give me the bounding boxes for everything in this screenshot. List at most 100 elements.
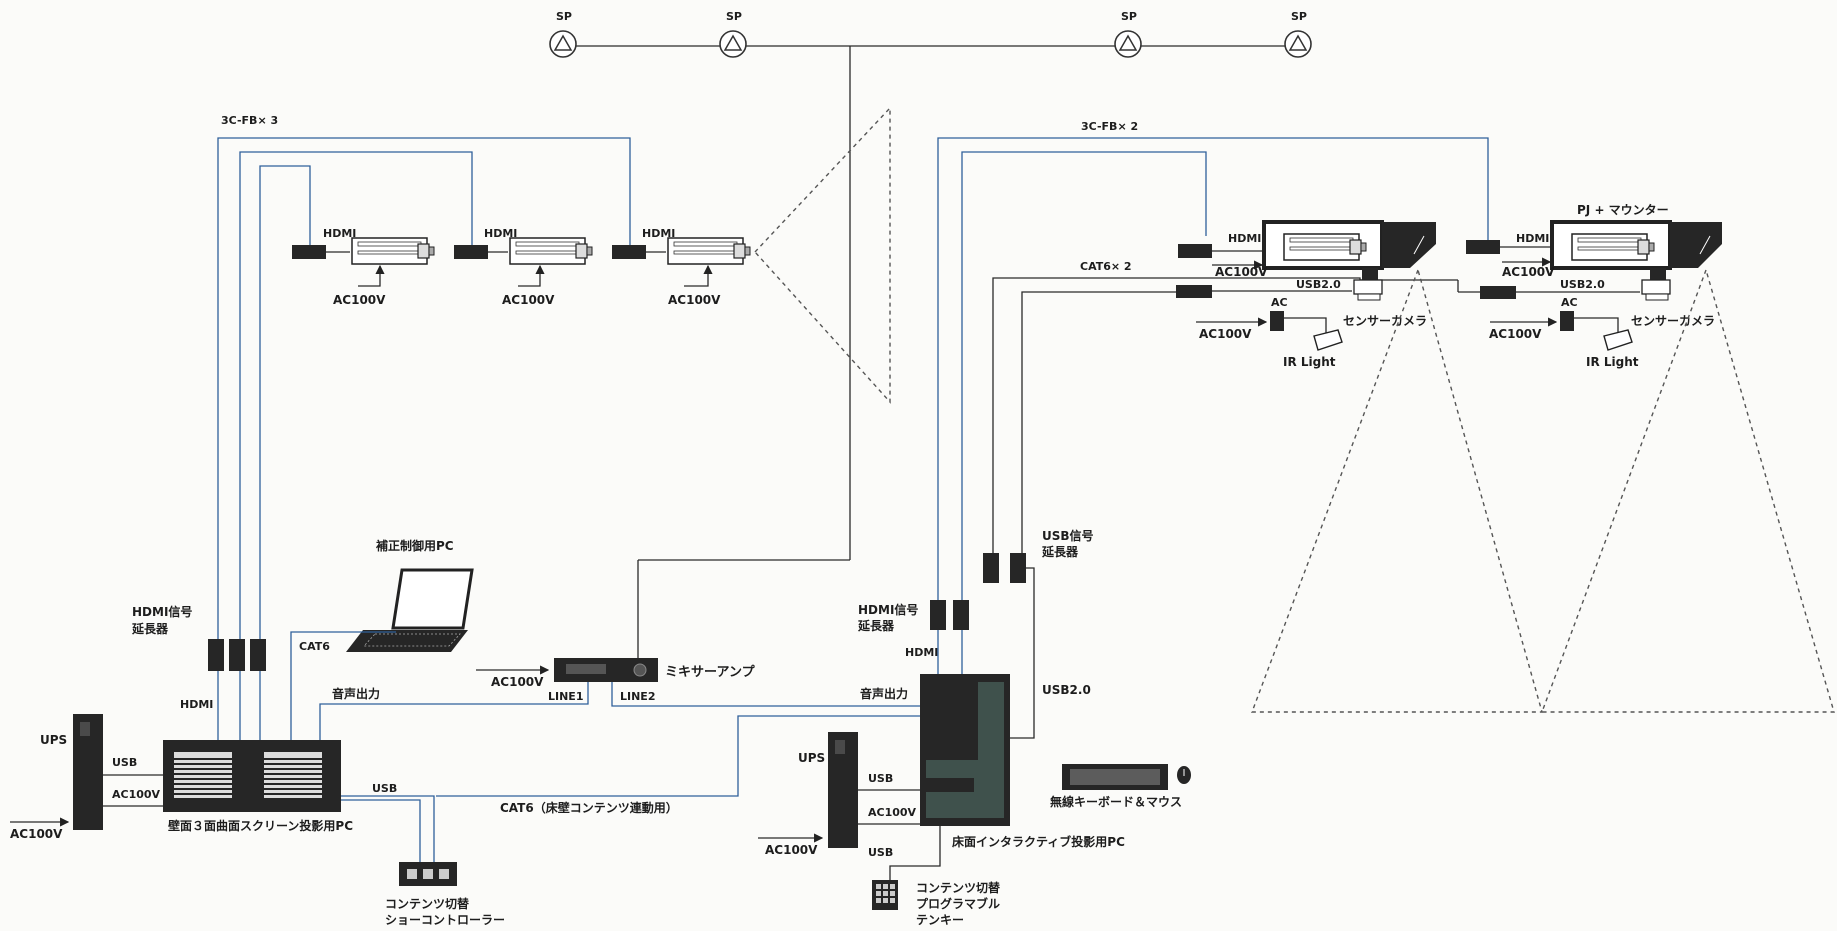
usb-receiver	[1480, 286, 1516, 299]
coax-line-1	[217, 137, 631, 640]
ac100v-label: AC100V	[112, 788, 161, 801]
hdmi-receiver	[454, 245, 488, 259]
hdmi-label: HDMI	[1516, 232, 1549, 245]
usb-label: USB	[372, 782, 397, 795]
hdmi-label: HDMI	[323, 227, 356, 240]
speaker-label: SP	[726, 10, 742, 23]
mouse-icon	[1177, 766, 1191, 784]
usb20-label: USB2.0	[1296, 278, 1341, 291]
usb-extender-label: USB信号	[1042, 528, 1094, 543]
audio-line-floor	[611, 682, 920, 707]
ir-light-label: IR Light	[1586, 355, 1639, 369]
hdmi-label: HDMI	[905, 646, 938, 659]
ac100v-label: AC100V	[868, 806, 917, 819]
usb-receiver	[1176, 285, 1212, 298]
coax-line-5	[961, 151, 1207, 600]
mixer-amp-label: ミキサーアンプ	[665, 665, 756, 680]
speaker-icon	[1284, 30, 1312, 58]
tenkey-label: コンテンツ切替	[916, 880, 1001, 895]
wall-pc-label: 壁面３面曲面スクリーン投影用PC	[168, 818, 353, 833]
ac100v-label: AC100V	[10, 827, 63, 841]
floor-projection-cone-2	[1540, 267, 1835, 713]
hdmi-receiver	[292, 245, 326, 259]
hdmi-extender-label: HDMI信号	[858, 602, 918, 617]
calib-pc-label: 補正制御用PC	[375, 538, 454, 553]
usb20-line	[1010, 567, 1035, 739]
sensor-camera-label: センサーカメラ	[1343, 314, 1427, 328]
usb-label: USB	[868, 846, 893, 859]
speaker-icon	[719, 30, 747, 58]
usb20-label: USB2.0	[1042, 683, 1091, 697]
usb-label: USB	[112, 756, 137, 769]
ac100v-label: AC100V	[1502, 265, 1555, 279]
ir-light-icon	[1603, 329, 1633, 351]
usb-extender	[983, 553, 999, 583]
cat6-line	[992, 277, 1361, 553]
ac-adapter	[1270, 311, 1284, 331]
usb20-label: USB2.0	[1560, 278, 1605, 291]
hdmi-label: HDMI	[1228, 232, 1261, 245]
usb-extender-label: 延長器	[1041, 544, 1079, 559]
speaker-icon	[549, 30, 577, 58]
speaker-label: SP	[1291, 10, 1307, 23]
ac100v-label: AC100V	[765, 843, 818, 857]
projector-icon	[667, 237, 751, 265]
keyboard-label: 無線キーボード＆マウス	[1050, 794, 1182, 809]
cat6-line	[290, 631, 396, 740]
tenkey-icon	[872, 880, 898, 910]
hdmi-extender	[208, 639, 224, 671]
sensor-camera-icon	[1641, 268, 1671, 301]
line2-label: LINE2	[620, 690, 655, 703]
line1-label: LINE1	[548, 690, 583, 703]
ac-label: AC	[1271, 296, 1288, 309]
usb-label: USB	[868, 772, 893, 785]
ir-light-icon	[1313, 329, 1343, 351]
ups-label: UPS	[798, 751, 825, 765]
projector-icon	[1571, 233, 1655, 261]
ac100v-label: AC100V	[1489, 327, 1542, 341]
hdmi-extender-label: 延長器	[857, 618, 895, 633]
hdmi-extender	[229, 639, 245, 671]
speaker-label: SP	[556, 10, 572, 23]
wall-pc-icon	[163, 740, 341, 812]
audio-line	[319, 680, 589, 740]
floor-pc-label: 床面インタラクティブ投影用PC	[952, 834, 1125, 849]
speaker-icon	[1114, 30, 1142, 58]
ir-light-label: IR Light	[1283, 355, 1336, 369]
fb2-cable-label: 3C-FB× 2	[1081, 120, 1138, 133]
projector-icon	[509, 237, 593, 265]
pj-mounter-label: PJ + マウンター	[1577, 203, 1669, 217]
ac-label: AC	[1561, 296, 1578, 309]
cat6-label: CAT6	[299, 640, 330, 653]
ac100v-label: AC100V	[1199, 327, 1252, 341]
show-controller-label: コンテンツ切替	[385, 896, 470, 911]
hdmi-receiver	[1178, 244, 1212, 258]
ac100v-label: AC100V	[1215, 265, 1268, 279]
hdmi-receiver	[612, 245, 646, 259]
mixer-amp-icon	[554, 658, 658, 682]
audio-out-label: 音声出力	[332, 686, 380, 701]
hdmi-label: HDMI	[484, 227, 517, 240]
mounter-icon	[1382, 222, 1436, 268]
laptop-icon	[346, 568, 474, 652]
ac100v-label: AC100V	[491, 675, 544, 689]
cat6-floor-link	[436, 715, 920, 797]
ups-label: UPS	[40, 733, 67, 747]
hdmi-label: HDMI	[642, 227, 675, 240]
ac100v-label: AC100V	[502, 293, 555, 307]
hdmi-extender	[930, 600, 946, 630]
sensor-camera-label: センサーカメラ	[1631, 314, 1715, 328]
coax-line-2	[239, 151, 473, 640]
ac-adapter	[1560, 311, 1574, 331]
hdmi-extender	[953, 600, 969, 630]
show-controller-label: ショーコントローラー	[385, 913, 505, 927]
keyboard-icon	[1062, 764, 1168, 790]
hdmi-label: HDMI	[180, 698, 213, 711]
cat6-floor-label: CAT6（床壁コンテンツ連動用）	[500, 800, 678, 815]
projector-icon	[1283, 233, 1367, 261]
cat6-line	[1021, 291, 1200, 553]
floor-projection-cone-1	[1250, 267, 1543, 713]
wall-projection-cone	[754, 106, 891, 404]
cat6x2-label: CAT6× 2	[1080, 260, 1132, 273]
